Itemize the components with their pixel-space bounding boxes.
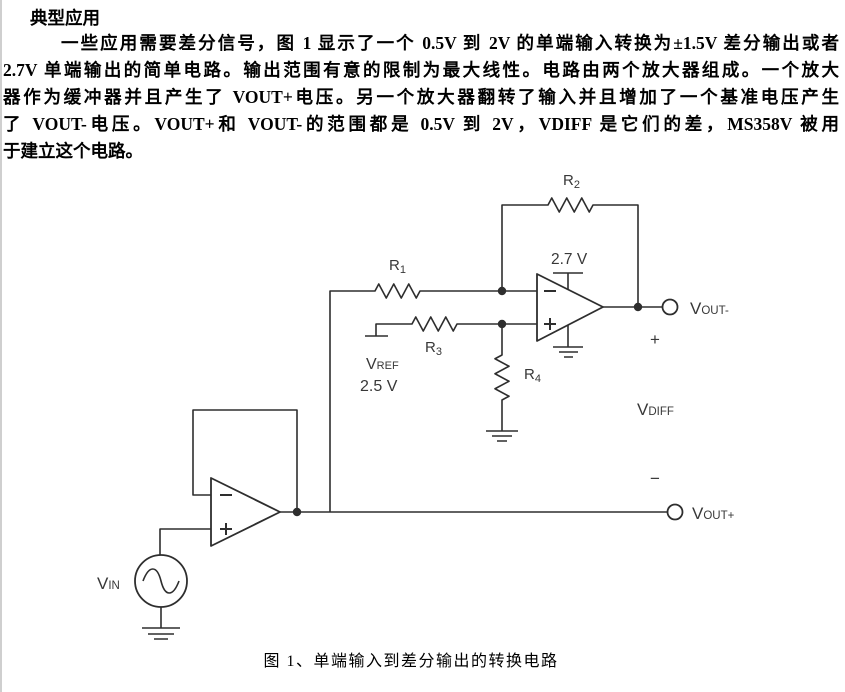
label-r2: R2 xyxy=(563,172,580,191)
figure-caption: 图 1、单端输入到差分输出的转换电路 xyxy=(263,653,559,670)
opamp-buffer xyxy=(210,477,281,547)
ground-icon xyxy=(553,325,583,358)
label-vout-minus: VOUT- xyxy=(690,299,729,318)
scan-edge-artifact xyxy=(0,0,2,692)
terminal-vout-plus xyxy=(666,503,684,521)
body-paragraph: 一些应用需要差分信号，图 1 显示了一个 0.5V 到 2V 的单端输入转换为±… xyxy=(3,30,839,165)
resistor-r3 xyxy=(375,316,537,336)
opamp-plus-input-icon xyxy=(544,318,556,330)
label-vin: VIN xyxy=(97,574,120,593)
ground-icon xyxy=(486,430,518,442)
label-vref-value: 2.5 V xyxy=(360,378,398,395)
paragraph-line: 2.7V 单端输出的简单电路。输出范围有意的限制为最大线性。电路由两个放大器组成… xyxy=(3,60,839,80)
opamp-plus-input-icon xyxy=(220,523,232,535)
opamp-inverting xyxy=(536,273,604,342)
label-r4: R4 xyxy=(524,366,541,385)
wire-vin xyxy=(159,528,211,555)
buffer-feedback-wire xyxy=(192,409,298,512)
junction-dot xyxy=(633,302,643,312)
vdiff-polarity-plus: + xyxy=(650,330,660,349)
paragraph-line: 了 VOUT-电压。VOUT+和 VOUT-的范围都是 0.5V 到 2V，VD… xyxy=(3,114,839,134)
section-heading: 典型应用 xyxy=(30,8,100,28)
label-vref: VREF xyxy=(366,356,399,373)
junction-dot xyxy=(497,319,507,329)
junction-dot xyxy=(497,286,507,296)
label-vdiff: VDIFF xyxy=(637,400,674,419)
label-r3: R3 xyxy=(425,339,442,358)
terminal-vout-minus xyxy=(661,298,679,316)
label-vout-plus: VOUT+ xyxy=(692,504,735,523)
resistor-r4 xyxy=(494,324,510,431)
resistor-r1 xyxy=(329,283,537,512)
sine-wave-icon xyxy=(142,568,180,594)
label-r1: R1 xyxy=(389,257,406,276)
label-supply-voltage: 2.7 V xyxy=(551,251,588,268)
paragraph-line: 一些应用需要差分信号，图 1 显示了一个 0.5V 到 2V 的单端输入转换为±… xyxy=(61,33,839,53)
supply-rail-icon xyxy=(553,272,583,289)
ground-icon xyxy=(142,607,180,640)
paragraph-line: 于建立这个电路。 xyxy=(3,141,143,161)
paragraph-line: 器作为缓冲器并且产生了 VOUT+电压。另一个放大器翻转了输入并且增加了一个基准… xyxy=(3,87,839,107)
resistor-r2 xyxy=(501,197,639,307)
junction-dot xyxy=(292,507,302,517)
vdiff-polarity-minus: − xyxy=(650,469,660,488)
